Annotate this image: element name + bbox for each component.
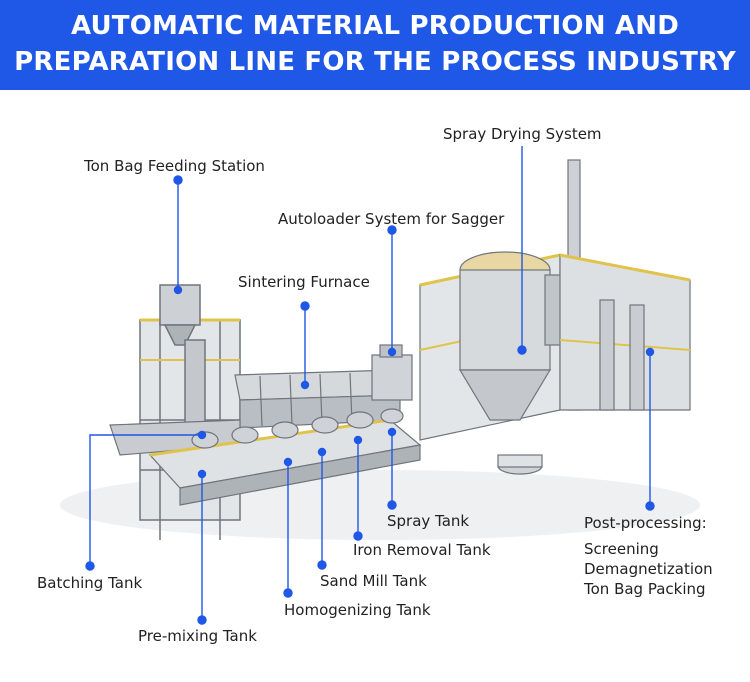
label-autoloader-system: Autoloader System for Sagger xyxy=(278,210,505,228)
post-processing-dot xyxy=(645,501,655,511)
label-sintering-furnace: Sintering Furnace xyxy=(238,273,370,291)
label-homogenizing-tank: Homogenizing Tank xyxy=(284,601,431,619)
iron-removal-dot xyxy=(353,531,363,541)
sintering-dot xyxy=(300,301,310,311)
batching-dot xyxy=(85,561,95,571)
post-item-ton-bag-packing: Ton Bag Packing xyxy=(584,580,706,598)
sand-mill-dot xyxy=(317,560,327,570)
spray-drying-dot xyxy=(517,345,527,355)
label-sand-mill-tank: Sand Mill Tank xyxy=(320,572,427,590)
label-iron-removal-tank: Iron Removal Tank xyxy=(353,541,491,559)
post-processing-title: Post-processing: xyxy=(584,514,707,532)
post-item-demagnetization: Demagnetization xyxy=(584,560,713,578)
label-spray-tank: Spray Tank xyxy=(387,512,470,530)
ton-bag-dot xyxy=(173,175,183,185)
production-line-illustration xyxy=(60,146,700,625)
autoloader xyxy=(371,344,413,401)
tank-platform xyxy=(148,408,422,506)
leader-lines xyxy=(85,146,655,625)
label-pre-mixing-tank: Pre-mixing Tank xyxy=(138,627,257,645)
spray-tank-dot xyxy=(387,500,397,510)
title-line-1: AUTOMATIC MATERIAL PRODUCTION AND xyxy=(70,11,680,41)
label-ton-bag-feeding-station: Ton Bag Feeding Station xyxy=(84,157,265,175)
post-processing-block: Post-processing: Screening Demagnetizati… xyxy=(584,513,713,599)
post-item-screening: Screening xyxy=(584,540,659,558)
spray-drying-building xyxy=(419,159,691,475)
label-batching-tank: Batching Tank xyxy=(37,574,143,592)
homogenizing-dot xyxy=(283,588,293,598)
page-title-banner: AUTOMATIC MATERIAL PRODUCTION AND PREPAR… xyxy=(0,0,750,90)
autoloader-dot xyxy=(387,225,397,235)
title-line-2: PREPARATION LINE FOR THE PROCESS INDUSTR… xyxy=(14,47,736,77)
label-spray-drying-system: Spray Drying System xyxy=(443,125,602,143)
premixing-dot xyxy=(197,615,207,625)
